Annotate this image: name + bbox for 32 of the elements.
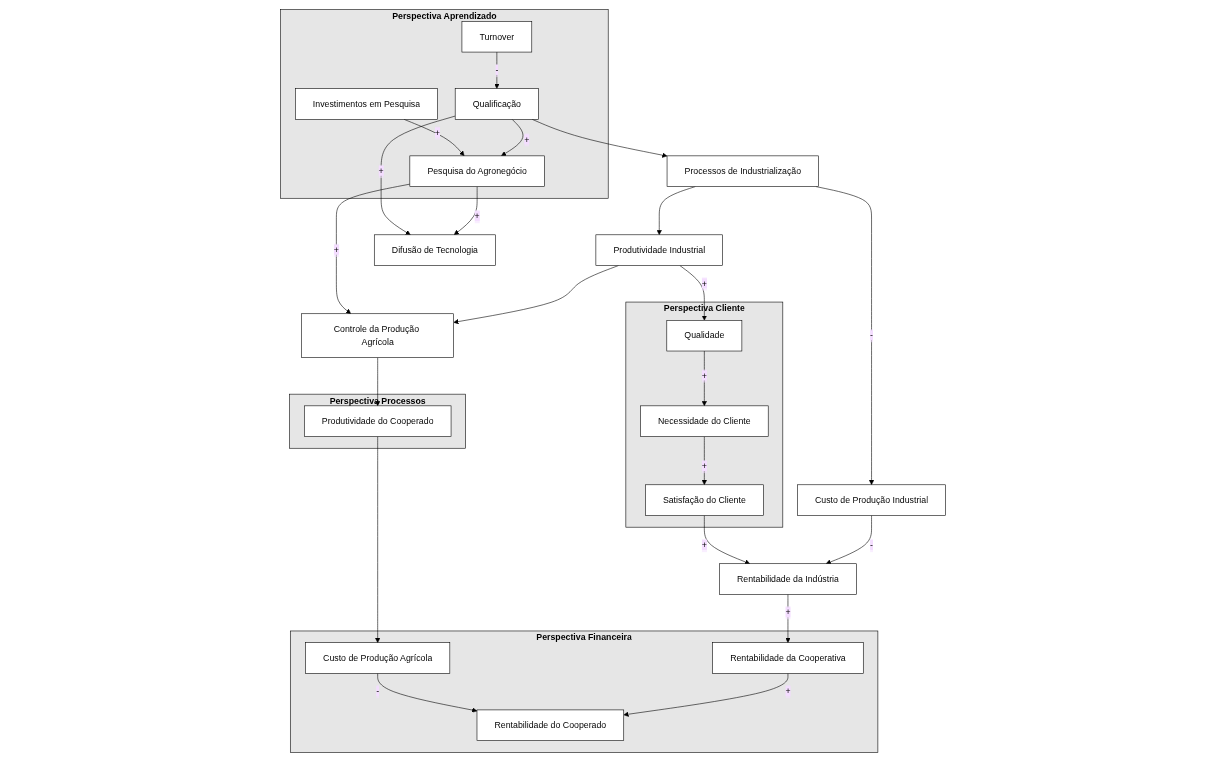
node-box: Custo de Produção Agrícola bbox=[305, 642, 451, 674]
node-box: Produtividade Industrial bbox=[595, 234, 724, 266]
edge-label: - bbox=[870, 540, 874, 550]
edge-label: + bbox=[524, 134, 530, 145]
node-box: Qualificação bbox=[455, 88, 540, 120]
edge-label: + bbox=[785, 607, 791, 618]
edge-label: + bbox=[334, 244, 340, 255]
node-box: Turnover bbox=[461, 21, 533, 53]
node-box: Qualidade bbox=[666, 320, 743, 352]
edge-label: + bbox=[474, 211, 481, 222]
node-box: Processos de Industrialização bbox=[667, 155, 820, 187]
edge-label: + bbox=[785, 686, 791, 697]
edge-label: + bbox=[702, 540, 708, 550]
node-box: Investimentos em Pesquisa bbox=[295, 88, 439, 120]
node-box: Rentabilidade da Indústria bbox=[719, 563, 858, 595]
node-box: Pesquisa do Agronegócio bbox=[409, 155, 546, 187]
node-box: Difusão de Tecnologia bbox=[374, 234, 497, 266]
edge-label: - bbox=[376, 686, 380, 697]
node-box: Necessidade do Cliente bbox=[640, 405, 769, 437]
edge-label: + bbox=[378, 165, 385, 176]
node-box: Rentabilidade do Cooperado bbox=[477, 709, 625, 741]
node-box: Rentabilidade da Cooperativa bbox=[712, 642, 864, 674]
node-box: Custo de Produção Industrial bbox=[797, 484, 947, 516]
node-box: Produtividade do Cooperado bbox=[304, 405, 452, 437]
edge-label: + bbox=[435, 127, 441, 138]
edge-label: - bbox=[870, 330, 874, 341]
node-box: Controle da Produção Agrícola bbox=[301, 313, 455, 358]
edge-label: + bbox=[702, 461, 708, 472]
edge-label: + bbox=[702, 370, 708, 381]
node-box: Satisfação do Cliente bbox=[645, 484, 764, 516]
edge-label: + bbox=[702, 278, 708, 289]
edge-label: - bbox=[495, 64, 499, 75]
